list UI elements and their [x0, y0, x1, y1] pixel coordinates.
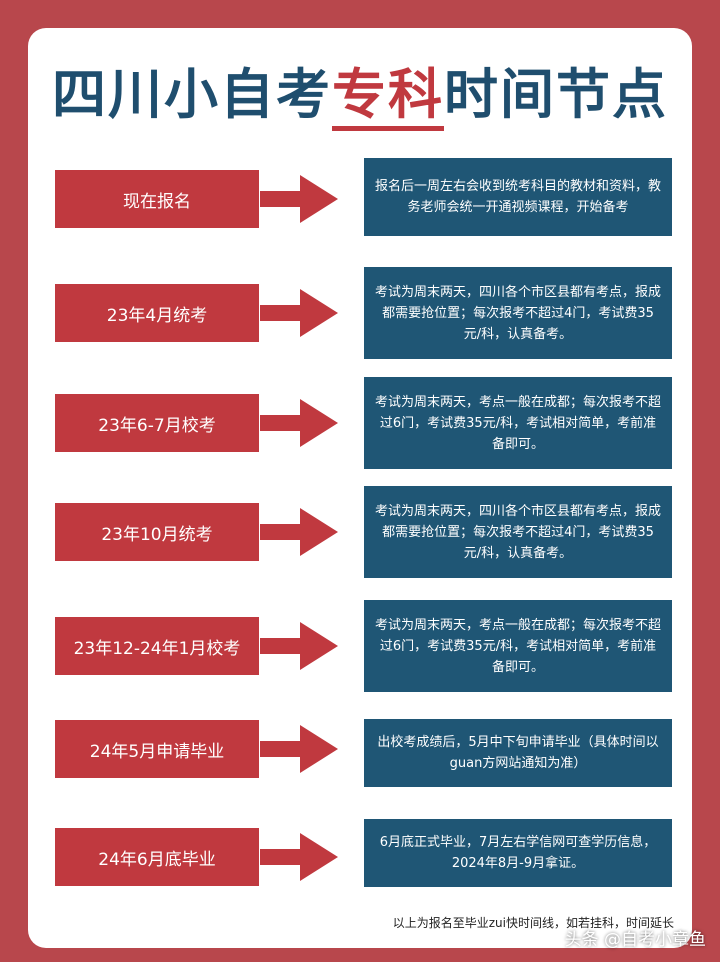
arrow-right-icon	[260, 725, 338, 773]
step-description: 考试为周末两天，考点一般在成都；每次报考不超过6门，考试费35元/科，考试相对简…	[364, 600, 672, 692]
title-part2: 时间节点	[444, 63, 668, 126]
step-label: 23年10月统考	[55, 503, 259, 561]
step-description: 报名后一周左右会收到统考科目的教材和资料，教务老师会统一开通视频课程，开始备考	[364, 158, 672, 236]
step-label: 24年5月申请毕业	[55, 720, 259, 778]
arrow-right-icon	[260, 622, 338, 670]
page-title: 四川小自考专科时间节点	[28, 50, 692, 131]
main-card: 四川小自考专科时间节点 现在报名 报名后一周左右会收到统考科目的教材和资料，教务老…	[28, 28, 692, 948]
arrow-right-icon	[260, 508, 338, 556]
step-label: 23年6-7月校考	[55, 394, 259, 452]
footnote: 以上为报名至毕业zui快时间线，如若挂科，时间延长	[392, 916, 674, 930]
arrow-right-icon	[260, 289, 338, 337]
title-highlight: 专科	[332, 63, 444, 131]
step-label: 24年6月底毕业	[55, 828, 259, 886]
step-description: 考试为周末两天，考点一般在成都；每次报考不超过6门，考试费35元/科，考试相对简…	[364, 377, 672, 469]
step-label: 现在报名	[55, 170, 259, 228]
watermark: 头条 @自考小章鱼	[564, 930, 706, 950]
step-description: 6月底正式毕业，7月左右学信网可查学历信息，2024年8月-9月拿证。	[364, 819, 672, 887]
step-description: 考试为周末两天，四川各个市区县都有考点，报成都需要抢位置；每次报考不超过4门，考…	[364, 486, 672, 578]
arrow-right-icon	[260, 175, 338, 223]
step-description: 考试为周末两天，四川各个市区县都有考点，报成都需要抢位置；每次报考不超过4门，考…	[364, 267, 672, 359]
step-label: 23年12-24年1月校考	[55, 617, 259, 675]
step-description: 出校考成绩后，5月中下旬申请毕业（具体时间以guan方网站通知为准）	[364, 719, 672, 787]
arrow-right-icon	[260, 833, 338, 881]
title-part1: 四川小自考	[52, 63, 332, 126]
step-label: 23年4月统考	[55, 284, 259, 342]
arrow-right-icon	[260, 399, 338, 447]
